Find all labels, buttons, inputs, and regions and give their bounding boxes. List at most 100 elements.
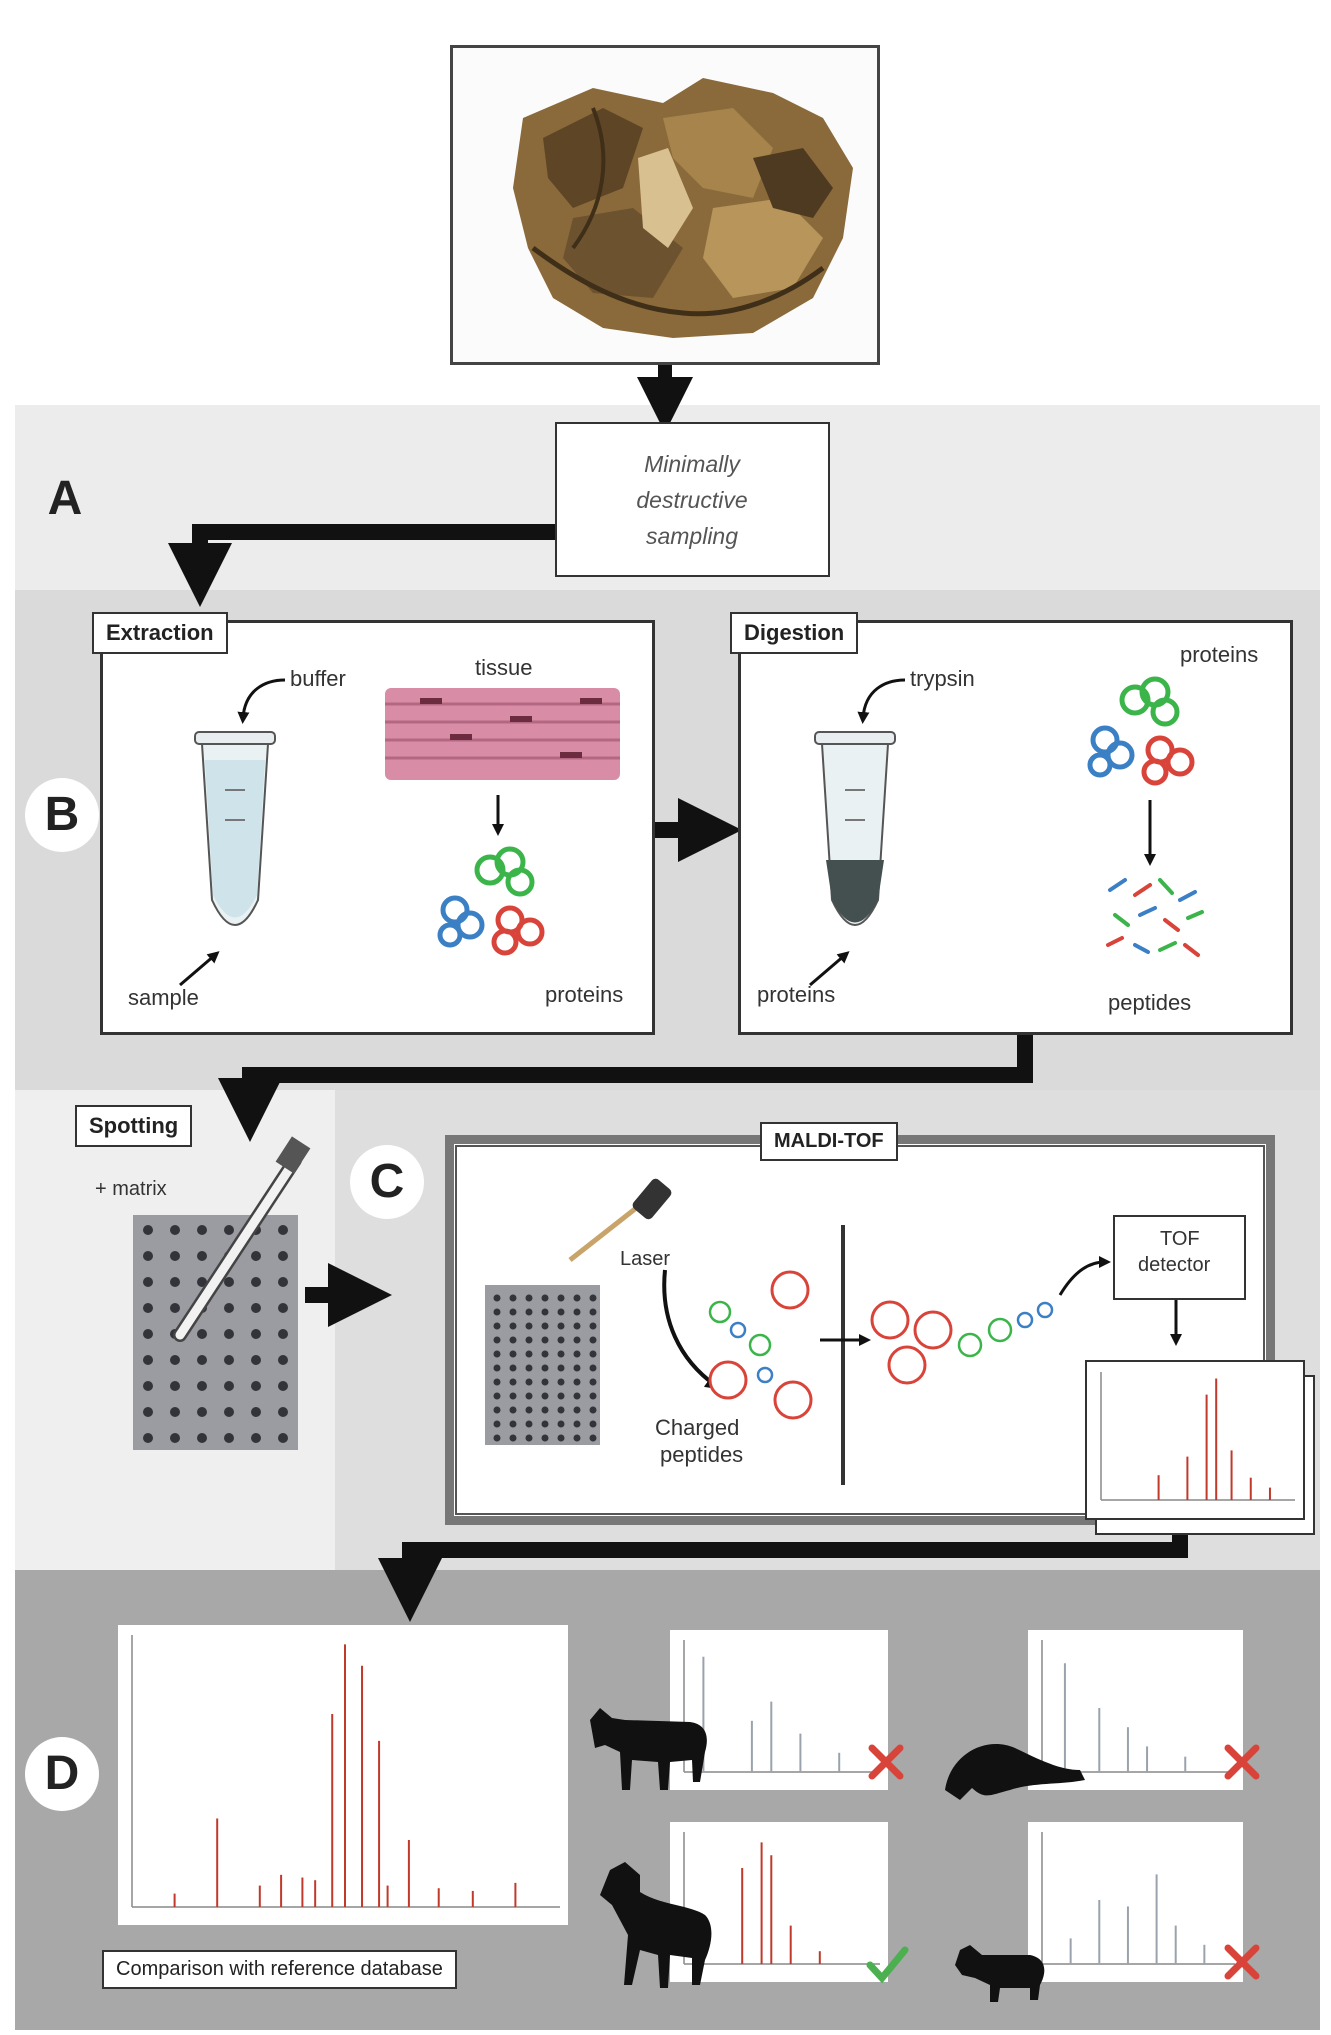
plate-well bbox=[509, 1392, 517, 1400]
plate-well bbox=[493, 1434, 501, 1442]
horse-match-icon bbox=[866, 1946, 909, 1984]
goat-spectrum-plot bbox=[1041, 1832, 1235, 1965]
plate-well bbox=[143, 1355, 153, 1365]
seal-spectrum-plot bbox=[1041, 1640, 1235, 1773]
plate-well bbox=[573, 1364, 581, 1372]
plate-well bbox=[589, 1308, 597, 1316]
tof-detector-line2: detector bbox=[1138, 1254, 1211, 1276]
reference-spectrum-seal bbox=[1028, 1630, 1243, 1790]
extraction-proteins-label: proteins bbox=[545, 982, 624, 1007]
plate-well bbox=[170, 1303, 180, 1313]
plate-well bbox=[589, 1350, 597, 1358]
plate-well bbox=[509, 1350, 517, 1358]
maldi-plate-wells bbox=[493, 1294, 597, 1442]
plate-well bbox=[170, 1407, 180, 1417]
plate-well bbox=[197, 1225, 207, 1235]
plate-well bbox=[143, 1251, 153, 1261]
plate-well bbox=[224, 1407, 234, 1417]
plate-well bbox=[525, 1350, 533, 1358]
digestion-proteins-bottom-label: proteins bbox=[757, 982, 836, 1007]
plate-well bbox=[525, 1294, 533, 1302]
plate-well bbox=[541, 1294, 549, 1302]
comparison-caption: Comparison with reference database bbox=[102, 1950, 457, 1989]
plate-well bbox=[224, 1355, 234, 1365]
plate-well bbox=[509, 1378, 517, 1386]
sample-label: sample bbox=[128, 985, 199, 1010]
trypsin-label: trypsin bbox=[910, 666, 975, 691]
plate-well bbox=[170, 1277, 180, 1287]
plate-well bbox=[589, 1294, 597, 1302]
plate-well bbox=[143, 1433, 153, 1443]
plate-well bbox=[251, 1407, 261, 1417]
plate-well bbox=[541, 1434, 549, 1442]
matrix-label: + matrix bbox=[95, 1178, 167, 1200]
plate-well bbox=[557, 1322, 565, 1330]
maldi-title: MALDI-TOF bbox=[760, 1122, 898, 1161]
plate-well bbox=[589, 1336, 597, 1344]
plate-well bbox=[557, 1434, 565, 1442]
plate-well bbox=[509, 1308, 517, 1316]
plate-well bbox=[573, 1378, 581, 1386]
plate-well bbox=[541, 1406, 549, 1414]
plate-well bbox=[509, 1406, 517, 1414]
plate-well bbox=[541, 1392, 549, 1400]
specimen-photo bbox=[450, 45, 880, 365]
plate-well bbox=[224, 1329, 234, 1339]
plate-well bbox=[509, 1434, 517, 1442]
plate-well bbox=[278, 1225, 288, 1235]
plate-well bbox=[493, 1336, 501, 1344]
maldi-spectrum bbox=[1085, 1360, 1305, 1520]
plate-well bbox=[251, 1277, 261, 1287]
step-c-badge: C bbox=[350, 1145, 424, 1219]
plate-well bbox=[541, 1336, 549, 1344]
plate-well bbox=[251, 1381, 261, 1391]
plate-well bbox=[509, 1364, 517, 1372]
goat-silhouette-icon bbox=[955, 1945, 1045, 2002]
plate-well bbox=[170, 1225, 180, 1235]
plate-well bbox=[589, 1392, 597, 1400]
plate-well bbox=[493, 1378, 501, 1386]
plate-well bbox=[197, 1277, 207, 1287]
plate-well bbox=[224, 1303, 234, 1313]
digestion-title: Digestion bbox=[730, 612, 859, 654]
cow-silhouette-icon bbox=[590, 1708, 707, 1790]
plate-well bbox=[493, 1322, 501, 1330]
plate-well bbox=[525, 1406, 533, 1414]
plate-well bbox=[509, 1336, 517, 1344]
digestion-tube-icon bbox=[814, 731, 896, 926]
plate-well bbox=[493, 1350, 501, 1358]
plate-well bbox=[541, 1350, 549, 1358]
plate-well bbox=[278, 1433, 288, 1443]
plate-well bbox=[541, 1322, 549, 1330]
plate-well bbox=[589, 1420, 597, 1428]
plate-well bbox=[278, 1355, 288, 1365]
plate-well bbox=[557, 1336, 565, 1344]
plate-well bbox=[493, 1420, 501, 1428]
plate-well bbox=[170, 1251, 180, 1261]
goat-mismatch-icon bbox=[1224, 1944, 1260, 1980]
step-d-badge: D bbox=[25, 1737, 99, 1811]
plate-well bbox=[525, 1392, 533, 1400]
plate-well bbox=[170, 1433, 180, 1443]
plate-well bbox=[541, 1308, 549, 1316]
tissue-label: tissue bbox=[475, 655, 533, 680]
plate-well bbox=[170, 1355, 180, 1365]
plate-well bbox=[573, 1350, 581, 1358]
plate-well bbox=[143, 1407, 153, 1417]
plate-well bbox=[143, 1277, 153, 1287]
plate-well bbox=[573, 1420, 581, 1428]
plate-well bbox=[525, 1378, 533, 1386]
plate-well bbox=[278, 1251, 288, 1261]
laser-label: Laser bbox=[620, 1248, 671, 1270]
plate-well bbox=[525, 1420, 533, 1428]
plate-well bbox=[278, 1407, 288, 1417]
plate-well bbox=[557, 1294, 565, 1302]
plate-well bbox=[197, 1329, 207, 1339]
plate-well bbox=[197, 1251, 207, 1261]
plate-well bbox=[493, 1406, 501, 1414]
plate-well bbox=[541, 1364, 549, 1372]
plate-well bbox=[278, 1381, 288, 1391]
